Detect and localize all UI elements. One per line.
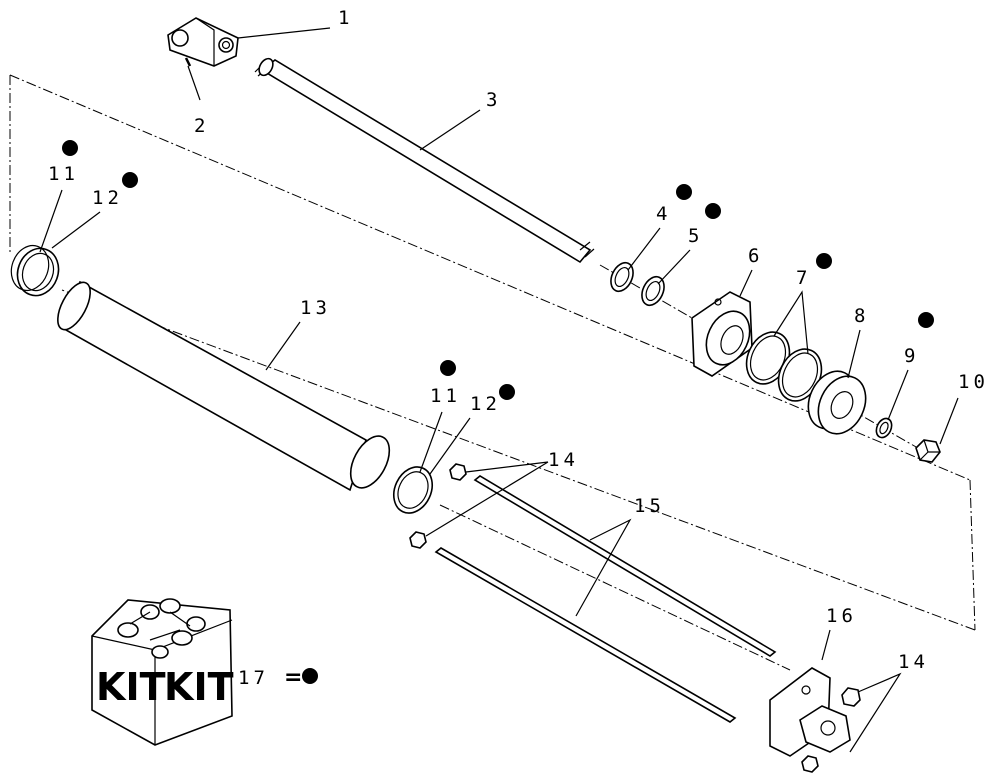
leader-lines (39, 27, 959, 753)
label-part-4: 4 (656, 203, 671, 225)
seal-ring-part-4-inner (614, 266, 630, 288)
label-part-8: 8 (854, 305, 869, 327)
label-part-1: 1 (338, 7, 353, 29)
label-part-9: 9 (904, 345, 919, 367)
end-cap-part-16[interactable] (769, 667, 851, 757)
tie-rod-part-15b[interactable] (434, 547, 737, 723)
label-part-10: 10 (958, 371, 989, 393)
o-ring-part-7b-inner (781, 352, 819, 398)
seal-part-12-left[interactable] (5, 240, 55, 296)
kit-text-front: KIT (96, 665, 166, 709)
label-part-14-upper: 14 (548, 449, 579, 471)
nut-part-14b[interactable] (409, 531, 427, 549)
kit-text-side: KIT (164, 665, 234, 709)
label-part-12-left: 12 (92, 187, 123, 209)
gland-part-6[interactable] (691, 291, 758, 377)
nut-part-14c[interactable] (841, 687, 861, 707)
wear-ring-part-11-right-inner (397, 471, 429, 509)
tie-rod-part-15a[interactable] (473, 475, 777, 657)
label-part-14-lower: 14 (898, 651, 929, 673)
label-part-11-right: 11 (430, 385, 461, 407)
label-part-6: 6 (748, 245, 763, 267)
label-part-17: 17 (238, 667, 269, 689)
nut-part-14a[interactable] (449, 463, 467, 481)
label-part-16: 16 (826, 605, 857, 627)
piston-rod-part-3[interactable] (254, 56, 595, 264)
wear-ring-part-11-right[interactable] (387, 461, 440, 520)
kit-legend: KIT KIT 17 = (91, 598, 318, 746)
label-part-13: 13 (300, 297, 331, 319)
label-part-15: 15 (634, 495, 665, 517)
fittings-in-box (117, 598, 206, 659)
barrel-part-13[interactable] (51, 277, 397, 494)
kit-marker-dots (62, 140, 934, 400)
label-part-7: 7 (796, 267, 811, 289)
label-part-11-left: 11 (48, 163, 79, 185)
nut-part-14d[interactable] (801, 755, 819, 773)
label-part-2: 2 (194, 115, 209, 137)
part-labels: 1 2 3 4 5 6 7 8 9 10 11 12 13 11 12 14 1… (48, 7, 989, 673)
piston-part-8[interactable] (799, 364, 874, 442)
nut-part-10[interactable] (915, 439, 941, 463)
equals-sign: = (284, 665, 302, 690)
label-part-3: 3 (486, 89, 501, 111)
kit-marker-dot-legend (302, 668, 318, 684)
label-part-12-right: 12 (470, 393, 501, 415)
seal-ring-part-5-inner (645, 280, 661, 302)
ring-part-9[interactable] (873, 416, 894, 440)
clevis-part-1[interactable] (167, 17, 239, 67)
pin-part-2[interactable] (184, 57, 192, 67)
label-part-5: 5 (688, 225, 703, 247)
ring-part-9-inner (879, 421, 889, 435)
